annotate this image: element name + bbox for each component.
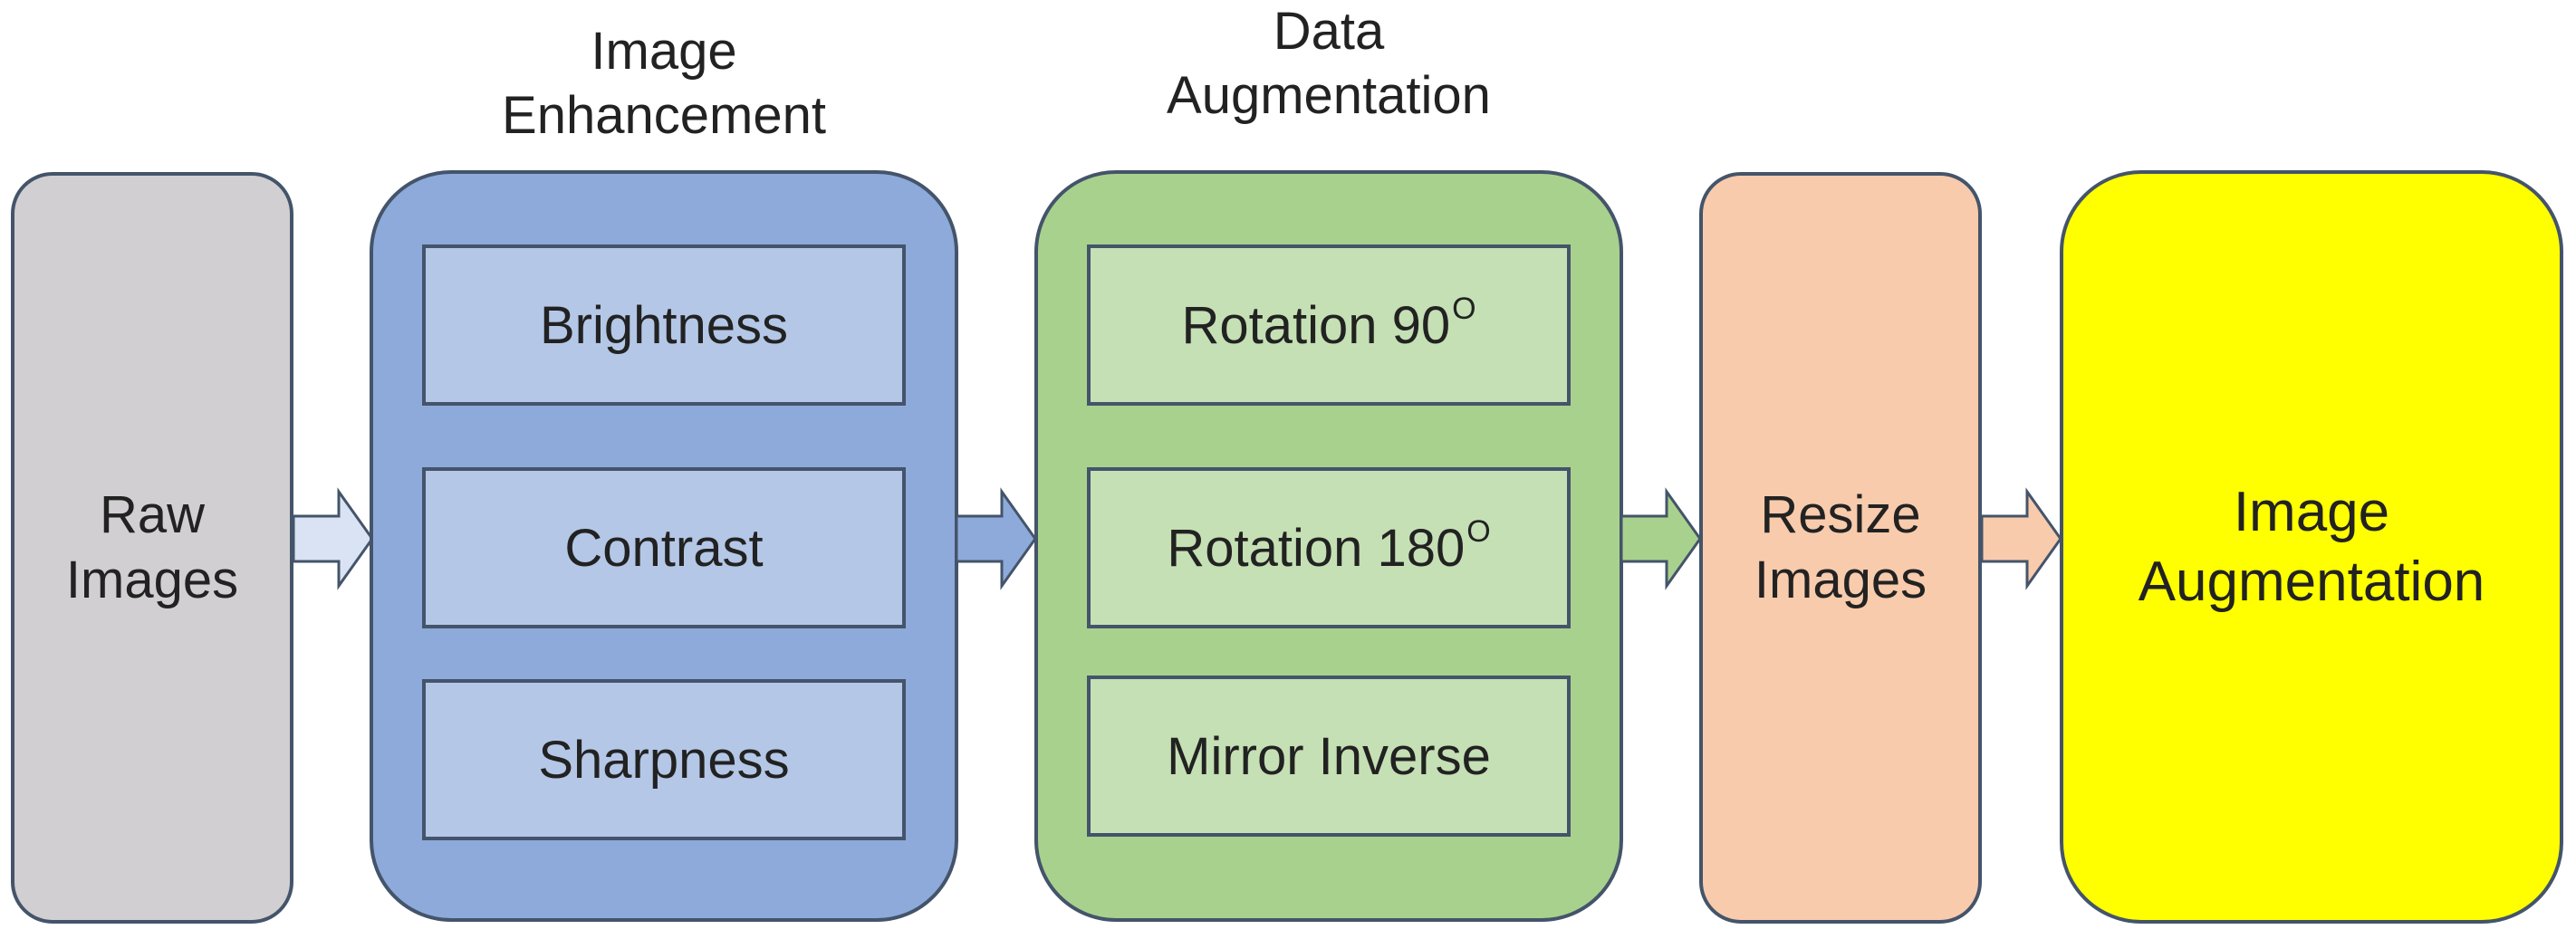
raw-images-label: Raw Images — [66, 483, 238, 614]
mirror-inverse-box: Mirror Inverse — [1087, 676, 1571, 837]
data-augmentation-heading-line1: Data — [1273, 2, 1385, 61]
sharpness-box: Sharpness — [422, 679, 906, 840]
brightness-label: Brightness — [539, 295, 789, 355]
contrast-label: Contrast — [564, 518, 764, 578]
resize-images-box: Resize Images — [1699, 172, 1982, 924]
data-augmentation-heading: Data Augmentation — [1034, 0, 1623, 129]
raw-images-line2: Images — [65, 551, 239, 609]
image-enhancement-heading-line2: Enhancement — [502, 85, 826, 145]
arrow-raw-to-enhancement — [292, 487, 374, 590]
contrast-box: Contrast — [422, 467, 906, 628]
rotation-180-degree: O — [1466, 514, 1491, 550]
image-augmentation-output-label: Image Augmentation — [2139, 477, 2485, 618]
brightness-box: Brightness — [422, 244, 906, 406]
arrow-resize-to-output — [1980, 487, 2062, 590]
rotation-180-box: Rotation 180O — [1087, 467, 1571, 628]
raw-images-line1: Raw — [99, 484, 205, 544]
resize-images-line1: Resize — [1760, 484, 1921, 544]
image-enhancement-heading: Image Enhancement — [370, 20, 958, 149]
data-augmentation-heading-line2: Augmentation — [1167, 65, 1491, 125]
arrow-augmentation-to-resize — [1620, 487, 1702, 590]
raw-images-box: Raw Images — [11, 172, 293, 924]
rotation-90-degree: O — [1452, 292, 1476, 327]
image-augmentation-output-line2: Augmentation — [2138, 551, 2485, 613]
resize-images-line2: Images — [1754, 551, 1927, 609]
rotation-90-label: Rotation 90O — [1181, 292, 1476, 356]
rotation-90-box: Rotation 90O — [1087, 244, 1571, 406]
arrow-enhancement-to-augmentation — [955, 487, 1037, 590]
mirror-inverse-label: Mirror Inverse — [1167, 726, 1491, 786]
image-augmentation-output-line1: Image — [2233, 480, 2390, 543]
image-enhancement-heading-line1: Image — [591, 22, 737, 81]
rotation-180-text: Rotation 180 — [1167, 518, 1466, 578]
rotation-90-text: Rotation 90 — [1181, 295, 1451, 355]
rotation-180-label: Rotation 180O — [1167, 514, 1490, 579]
sharpness-label: Sharpness — [538, 730, 790, 790]
resize-images-label: Resize Images — [1754, 483, 1927, 614]
image-augmentation-output-box: Image Augmentation — [2060, 170, 2563, 924]
